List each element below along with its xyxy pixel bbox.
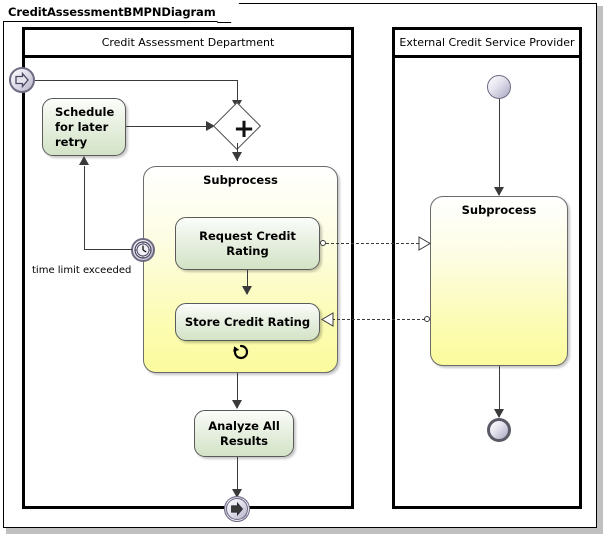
pool-label-left: Credit Assessment Department [101, 36, 275, 49]
start-event-external[interactable] [487, 75, 511, 99]
message-flow-1-line [326, 243, 424, 244]
message-flow-2-line [332, 319, 425, 320]
task-request-line2: Rating [226, 243, 269, 258]
end-event-link[interactable] [224, 496, 250, 522]
boundary-event-label: time limit exceeded [32, 265, 132, 276]
flow-ext-start-to-subprocess [499, 99, 500, 195]
flow-start-to-gateway-v [237, 80, 238, 102]
task-store-label: Store Credit Rating [184, 314, 311, 329]
subprocess-right[interactable]: Subprocess [430, 196, 568, 366]
flow-gateway-to-subprocess-arrow [232, 152, 242, 161]
pool-header-left: Credit Assessment Department [25, 30, 351, 58]
task-analyze-all-results[interactable]: Analyze All Results [194, 410, 294, 457]
flow-ext-subprocess-to-end-arrow [494, 409, 504, 418]
parallel-gateway-plus-icon: + [233, 114, 255, 144]
link-end-arrow-icon [231, 501, 244, 517]
flow-analyze-to-end [237, 457, 238, 499]
flow-schedule-to-gateway-arrow [206, 121, 215, 131]
link-arrow-icon [15, 71, 29, 89]
end-event-external[interactable] [487, 418, 511, 442]
pool-header-right: External Credit Service Provider [395, 30, 579, 58]
message-flow-1-arrowhead [418, 236, 432, 251]
timer-boundary-event[interactable] [131, 238, 155, 262]
flow-analyze-to-end-arrow [232, 489, 242, 498]
start-event-link[interactable] [9, 67, 35, 93]
flow-ext-subprocess-to-end [499, 366, 500, 417]
flow-subprocess-to-analyze [237, 373, 238, 408]
task-store-credit-rating[interactable]: Store Credit Rating [175, 303, 320, 341]
task-schedule-line3: retry [55, 134, 88, 149]
message-flow-1-source-dot [320, 240, 326, 246]
subprocess-left-title: Subprocess [203, 173, 278, 187]
flow-timer-to-schedule-arrow [79, 156, 89, 165]
flow-request-to-store [247, 270, 248, 294]
pool-label-right: External Credit Service Provider [399, 36, 575, 49]
flow-start-to-gateway-h [35, 80, 237, 81]
task-analyze-line1: Analyze All [208, 418, 280, 433]
flow-schedule-to-gateway [126, 126, 208, 127]
diagram-title-tab[interactable]: CreditAssessmentBMPNDiagram [3, 3, 231, 22]
flow-timer-to-schedule-h [84, 249, 132, 250]
loop-marker-icon [231, 342, 251, 362]
flow-subprocess-to-analyze-arrow [232, 400, 242, 409]
task-request-credit-rating[interactable]: Request Credit Rating [175, 217, 320, 270]
flow-ext-start-to-subprocess-arrow [494, 187, 504, 196]
diagram-title: CreditAssessmentBMPNDiagram [8, 5, 216, 19]
flow-request-to-store-arrow [242, 286, 252, 295]
subprocess-right-title: Subprocess [461, 203, 537, 217]
task-schedule-line1: Schedule [55, 104, 115, 119]
task-schedule-for-later-retry[interactable]: Schedule for later retry [42, 98, 126, 156]
flow-timer-to-schedule-v [84, 166, 85, 250]
task-request-line1: Request Credit [199, 228, 296, 243]
message-flow-2-arrowhead [320, 312, 334, 327]
task-schedule-line2: for later [55, 119, 109, 134]
task-analyze-line2: Results [220, 433, 268, 448]
